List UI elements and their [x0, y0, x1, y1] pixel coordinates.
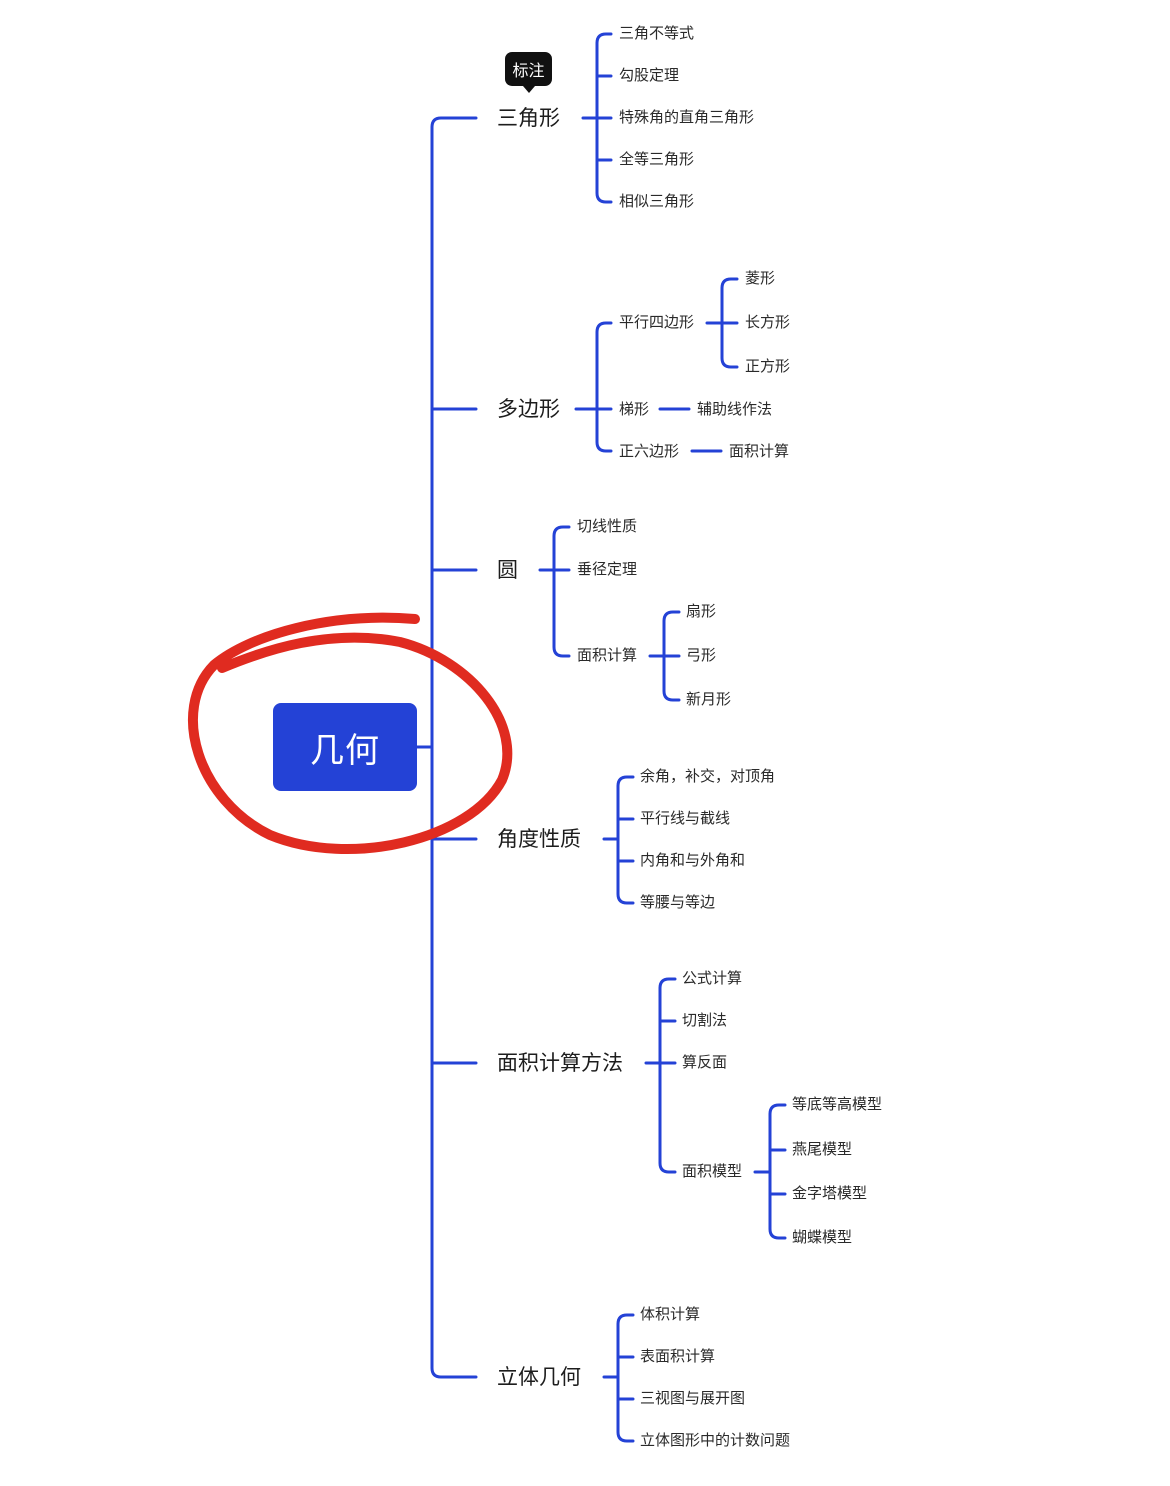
node-crescent[interactable]: 新月形: [686, 690, 732, 708]
node-pyramid[interactable]: 金字塔模型: [792, 1184, 868, 1202]
node-sector[interactable]: 扇形: [686, 602, 717, 620]
node-similar-triangle[interactable]: 相似三角形: [619, 192, 695, 210]
node-counting-problems[interactable]: 立体图形中的计数问题: [640, 1431, 791, 1449]
node-formula-calc[interactable]: 公式计算: [682, 969, 743, 987]
node-tangent-property[interactable]: 切线性质: [577, 517, 638, 535]
node-parallel-transversal[interactable]: 平行线与截线: [640, 809, 731, 827]
node-cutting-method[interactable]: 切割法: [682, 1011, 728, 1029]
node-angle-sums[interactable]: 内角和与外角和: [640, 851, 746, 869]
area-trunk: [658, 977, 677, 1174]
node-hexagon[interactable]: 正六边形: [619, 442, 680, 460]
poly-trunk: [595, 321, 613, 453]
branch-triangle[interactable]: 三角形: [497, 106, 560, 130]
circle-trunk: [552, 525, 571, 658]
node-segment[interactable]: 弓形: [686, 646, 717, 664]
annotation-tag: 标注: [505, 52, 552, 93]
node-butterfly[interactable]: 蝴蝶模型: [792, 1228, 853, 1246]
node-circle-area[interactable]: 面积计算: [577, 646, 638, 664]
branch-polygon[interactable]: 多边形: [497, 397, 560, 421]
node-reverse-calc[interactable]: 算反面: [682, 1053, 728, 1071]
solid-trunk: [616, 1313, 635, 1443]
main-trunk: [430, 116, 478, 1379]
node-rhombus[interactable]: 菱形: [745, 269, 776, 287]
node-parallelogram[interactable]: 平行四边形: [619, 313, 695, 331]
node-equal-base-height[interactable]: 等底等高模型: [792, 1095, 883, 1113]
node-rectangle[interactable]: 长方形: [745, 313, 791, 331]
branch-angle-properties[interactable]: 角度性质: [497, 827, 581, 851]
node-auxiliary-line[interactable]: 辅助线作法: [697, 400, 773, 418]
node-triangle-inequality[interactable]: 三角不等式: [619, 24, 695, 42]
node-perpendicular-diameter[interactable]: 垂径定理: [577, 560, 638, 578]
node-area-models[interactable]: 面积模型: [682, 1162, 743, 1180]
node-special-right-triangle[interactable]: 特殊角的直角三角形: [619, 108, 755, 126]
node-square[interactable]: 正方形: [745, 357, 791, 375]
root-node[interactable]: 几何: [273, 703, 417, 791]
node-complementary-angles[interactable]: 余角，补交，对顶角: [640, 767, 776, 785]
angle-trunk: [616, 775, 635, 905]
node-surface-area[interactable]: 表面积计算: [640, 1347, 716, 1365]
branch-solid-geometry[interactable]: 立体几何: [497, 1365, 581, 1389]
node-hexagon-area[interactable]: 面积计算: [729, 442, 790, 460]
node-volume[interactable]: 体积计算: [640, 1305, 701, 1323]
branch-area-methods[interactable]: 面积计算方法: [497, 1051, 623, 1075]
model-trunk: [768, 1103, 787, 1240]
branch-circle[interactable]: 圆: [497, 558, 518, 582]
node-three-views[interactable]: 三视图与展开图: [640, 1389, 746, 1407]
node-isosceles-equilateral[interactable]: 等腰与等边: [640, 893, 716, 911]
node-congruent-triangle[interactable]: 全等三角形: [619, 150, 695, 168]
node-trapezoid[interactable]: 梯形: [619, 400, 650, 418]
highlight-circle: [187, 612, 513, 855]
node-swallowtail[interactable]: 燕尾模型: [792, 1140, 853, 1158]
node-pythagorean[interactable]: 勾股定理: [619, 66, 680, 84]
